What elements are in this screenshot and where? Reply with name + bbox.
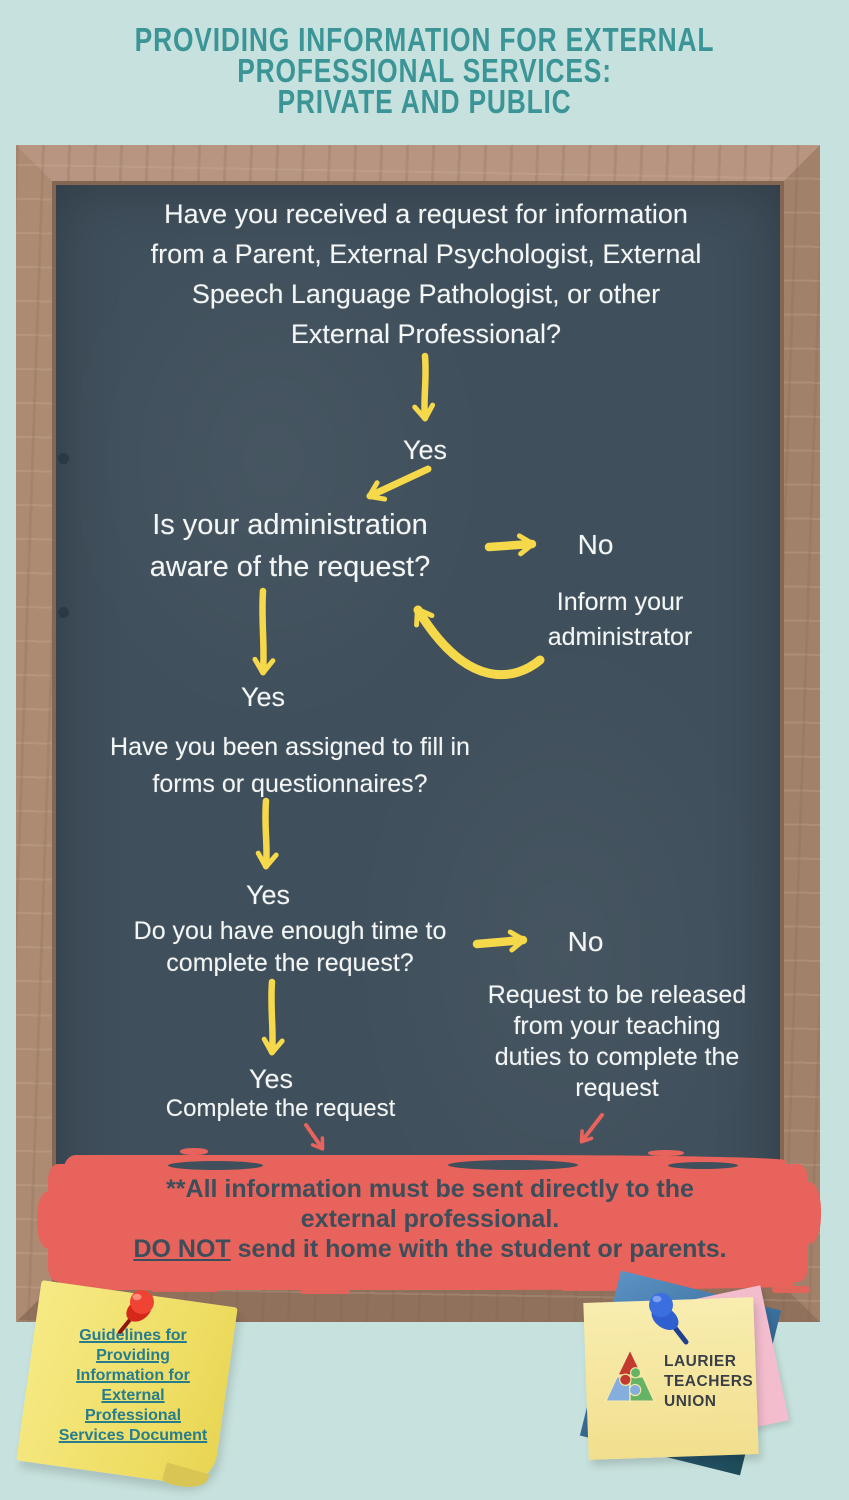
action-line: from your teaching: [513, 1012, 721, 1040]
action-line: duties to complete the: [494, 1043, 740, 1071]
red-pushpin-icon: [118, 1290, 154, 1334]
question-line: complete the request?: [166, 949, 414, 977]
banner-rough-edge: [448, 1160, 578, 1170]
question-line: External Professional?: [290, 319, 562, 349]
paint-splatter: [560, 1283, 650, 1291]
action-line: Inform your: [556, 588, 684, 616]
link-line[interactable]: Providing: [96, 1347, 170, 1364]
link-line[interactable]: Information for: [76, 1367, 190, 1384]
paint-splatter: [772, 1286, 810, 1293]
question-received-request: Have you received a request for informat…: [98, 194, 754, 354]
action-request-release: Request to be released from your teachin…: [462, 980, 772, 1104]
union-name-line: UNION: [664, 1393, 717, 1410]
paint-splatter: [150, 1284, 220, 1292]
paint-splatter: [692, 1273, 750, 1283]
question-line: from a Parent, External Psychologist, Ex…: [150, 239, 702, 269]
union-name: LAURIER TEACHERS UNION: [664, 1352, 753, 1412]
action-complete-request: Complete the request: [165, 1095, 396, 1122]
question-line: Speech Language Pathologist, or other: [191, 279, 661, 309]
paint-splatter: [180, 1148, 208, 1155]
link-line[interactable]: Services Document: [58, 1427, 208, 1444]
paint-splatter: [795, 1182, 821, 1244]
chalkboard-frame: [16, 145, 820, 1322]
question-assigned-forms: Have you been assigned to fill in forms …: [105, 729, 475, 803]
banner-rough-edge: [298, 1276, 448, 1285]
label-yes-2: Yes: [240, 682, 286, 712]
blue-pushpin-icon: [649, 1293, 689, 1345]
paint-splatter: [37, 1192, 59, 1248]
question-admin-aware: Is your administration aware of the requ…: [105, 504, 475, 588]
label-yes-3: Yes: [245, 880, 291, 910]
paint-splatter: [300, 1288, 350, 1294]
question-enough-time: Do you have enough time to complete the …: [105, 915, 475, 979]
label-no-2: No: [567, 926, 604, 957]
ltu-puzzle-triangle-icon: [604, 1348, 656, 1402]
action-line: request: [575, 1074, 659, 1102]
question-line: aware of the request?: [149, 551, 431, 583]
warning-line-rest: send it home with the student or parents…: [230, 1235, 727, 1263]
question-line: Have you been assigned to fill in: [110, 733, 470, 761]
warning-line: DO NOT send it home with the student or …: [60, 1234, 800, 1264]
link-line[interactable]: Professional: [84, 1407, 182, 1424]
chalkboard-surface: [56, 185, 780, 1283]
question-line: Is your administration: [152, 509, 428, 541]
link-line[interactable]: External: [101, 1387, 165, 1404]
warning-banner: [37, 1148, 821, 1290]
label-yes-4: Yes: [248, 1064, 294, 1094]
question-line: Have you received a request for informat…: [164, 199, 688, 229]
page-title-line: PROVIDING INFORMATION FOR EXTERNAL: [134, 21, 715, 58]
link-line[interactable]: Guidelines for: [79, 1327, 187, 1344]
paint-splatter: [648, 1150, 684, 1156]
action-line: Request to be released: [487, 981, 747, 1009]
warning-line: **All information must be sent directly …: [166, 1175, 694, 1203]
action-line: administrator: [547, 623, 693, 651]
union-name-line: LAURIER: [664, 1353, 737, 1370]
board-screw-dot: [58, 607, 69, 618]
union-name-line: TEACHERS: [664, 1373, 754, 1390]
banner-rough-edge: [168, 1161, 263, 1170]
label-yes-1: Yes: [402, 435, 448, 465]
page-title-line: PROFESSIONAL SERVICES:: [237, 52, 612, 89]
question-line: Do you have enough time to: [133, 917, 447, 945]
banner-rough-edge: [668, 1162, 738, 1169]
warning-do-not: DO NOT: [133, 1235, 231, 1263]
question-line: forms or questionnaires?: [152, 770, 428, 798]
board-screw-dot: [58, 453, 69, 464]
warning-line: external professional.: [300, 1205, 560, 1233]
page-title: PROVIDING INFORMATION FOR EXTERNAL PROFE…: [0, 21, 849, 120]
warning-banner-text: **All information must be sent directly …: [60, 1174, 800, 1264]
action-inform-administrator: Inform your administrator: [500, 585, 740, 655]
page-title-line: PRIVATE AND PUBLIC: [277, 83, 572, 120]
label-no-1: No: [577, 529, 614, 560]
guidelines-document-link[interactable]: Guidelines for Providing Information for…: [42, 1326, 224, 1446]
